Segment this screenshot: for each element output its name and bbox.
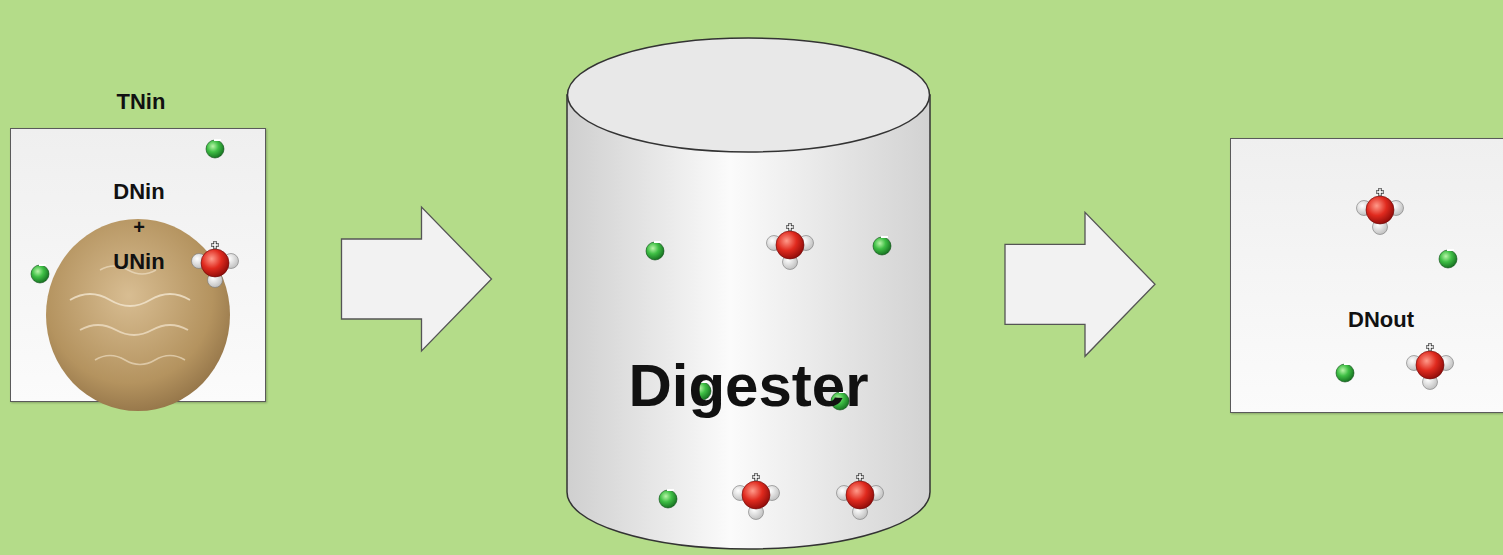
block-arrow	[1005, 212, 1155, 356]
anion-symbol	[873, 237, 891, 255]
anion-symbol	[693, 382, 711, 400]
cation-molecule	[1407, 343, 1454, 390]
cylinder-outline	[567, 38, 930, 548]
anion-symbol	[1336, 364, 1354, 382]
cation-molecule	[192, 241, 239, 288]
node-label: +	[99, 215, 179, 239]
anion-symbol	[31, 265, 49, 283]
cation-molecule	[1357, 188, 1404, 235]
node-label: DNout	[1321, 307, 1441, 333]
input-box: TNinDNin+UNin	[10, 128, 266, 402]
sludge-blob	[46, 219, 230, 411]
anion-symbol	[659, 490, 677, 508]
node-heading: TNin	[71, 89, 211, 115]
cation-molecule	[767, 223, 814, 270]
node-label: Digester	[567, 350, 930, 422]
anion-symbol	[831, 392, 849, 410]
anion-symbol	[646, 242, 664, 260]
node-label: DNin	[79, 179, 199, 205]
block-arrow	[342, 207, 492, 351]
anion-symbol	[1439, 250, 1457, 268]
anion-symbol	[206, 140, 224, 158]
node-label: UNin	[79, 249, 199, 275]
cation-molecule	[837, 473, 884, 520]
digester-cylinder: Digester	[567, 38, 930, 548]
cation-molecule	[733, 473, 780, 520]
output-box: DNout	[1230, 138, 1503, 413]
